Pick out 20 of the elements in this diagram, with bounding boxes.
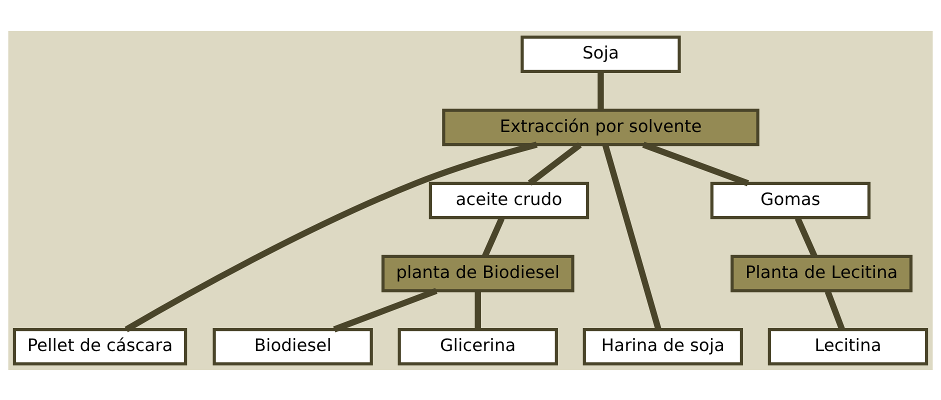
node-box: Extracción por solvente — [442, 108, 760, 146]
connector — [528, 142, 582, 186]
node-box: Gomas — [710, 181, 871, 219]
node-box: Soja — [520, 35, 681, 72]
node-box: Glicerina — [398, 328, 558, 365]
connector — [598, 72, 604, 110]
node-box: Planta de Lecitina — [730, 254, 913, 292]
node-box: Harina de soja — [582, 328, 744, 365]
node-box: Pellet de cáscara — [12, 328, 188, 365]
node-box: Lecitina — [768, 328, 928, 365]
connector — [824, 290, 845, 330]
node-box: Biodiesel — [212, 328, 373, 365]
connector — [602, 144, 662, 330]
node-box: planta de Biodiesel — [381, 254, 574, 292]
connector — [794, 216, 818, 258]
connector — [474, 290, 481, 329]
connector — [482, 216, 505, 258]
node-box: aceite crudo — [428, 181, 590, 219]
connector — [642, 141, 750, 186]
connector — [333, 287, 438, 332]
